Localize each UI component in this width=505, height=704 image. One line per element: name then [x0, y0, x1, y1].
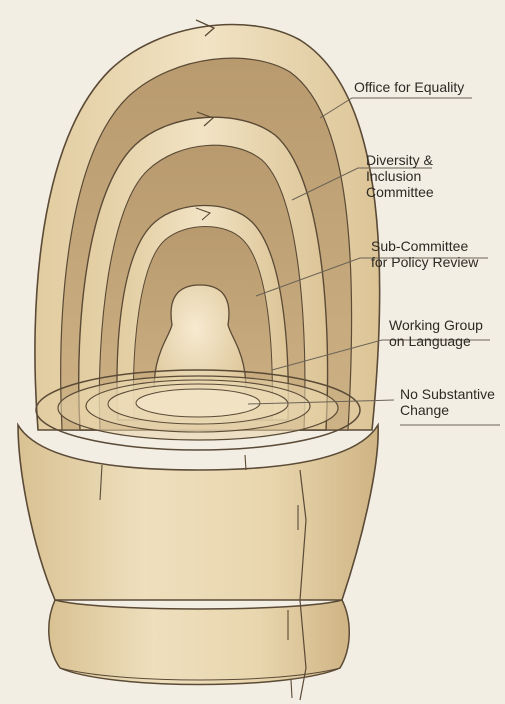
- label-no-substantive-change: No Substantive Change: [400, 386, 495, 418]
- label-diversity-inclusion-committee: Diversity & Inclusion Committee: [366, 152, 434, 200]
- doll-base: [18, 425, 378, 600]
- label-working-group-language: Working Group on Language: [389, 317, 483, 349]
- label-office-for-equality: Office for Equality: [354, 79, 464, 95]
- label-sub-committee-policy-review: Sub-Committee for Policy Review: [371, 238, 478, 270]
